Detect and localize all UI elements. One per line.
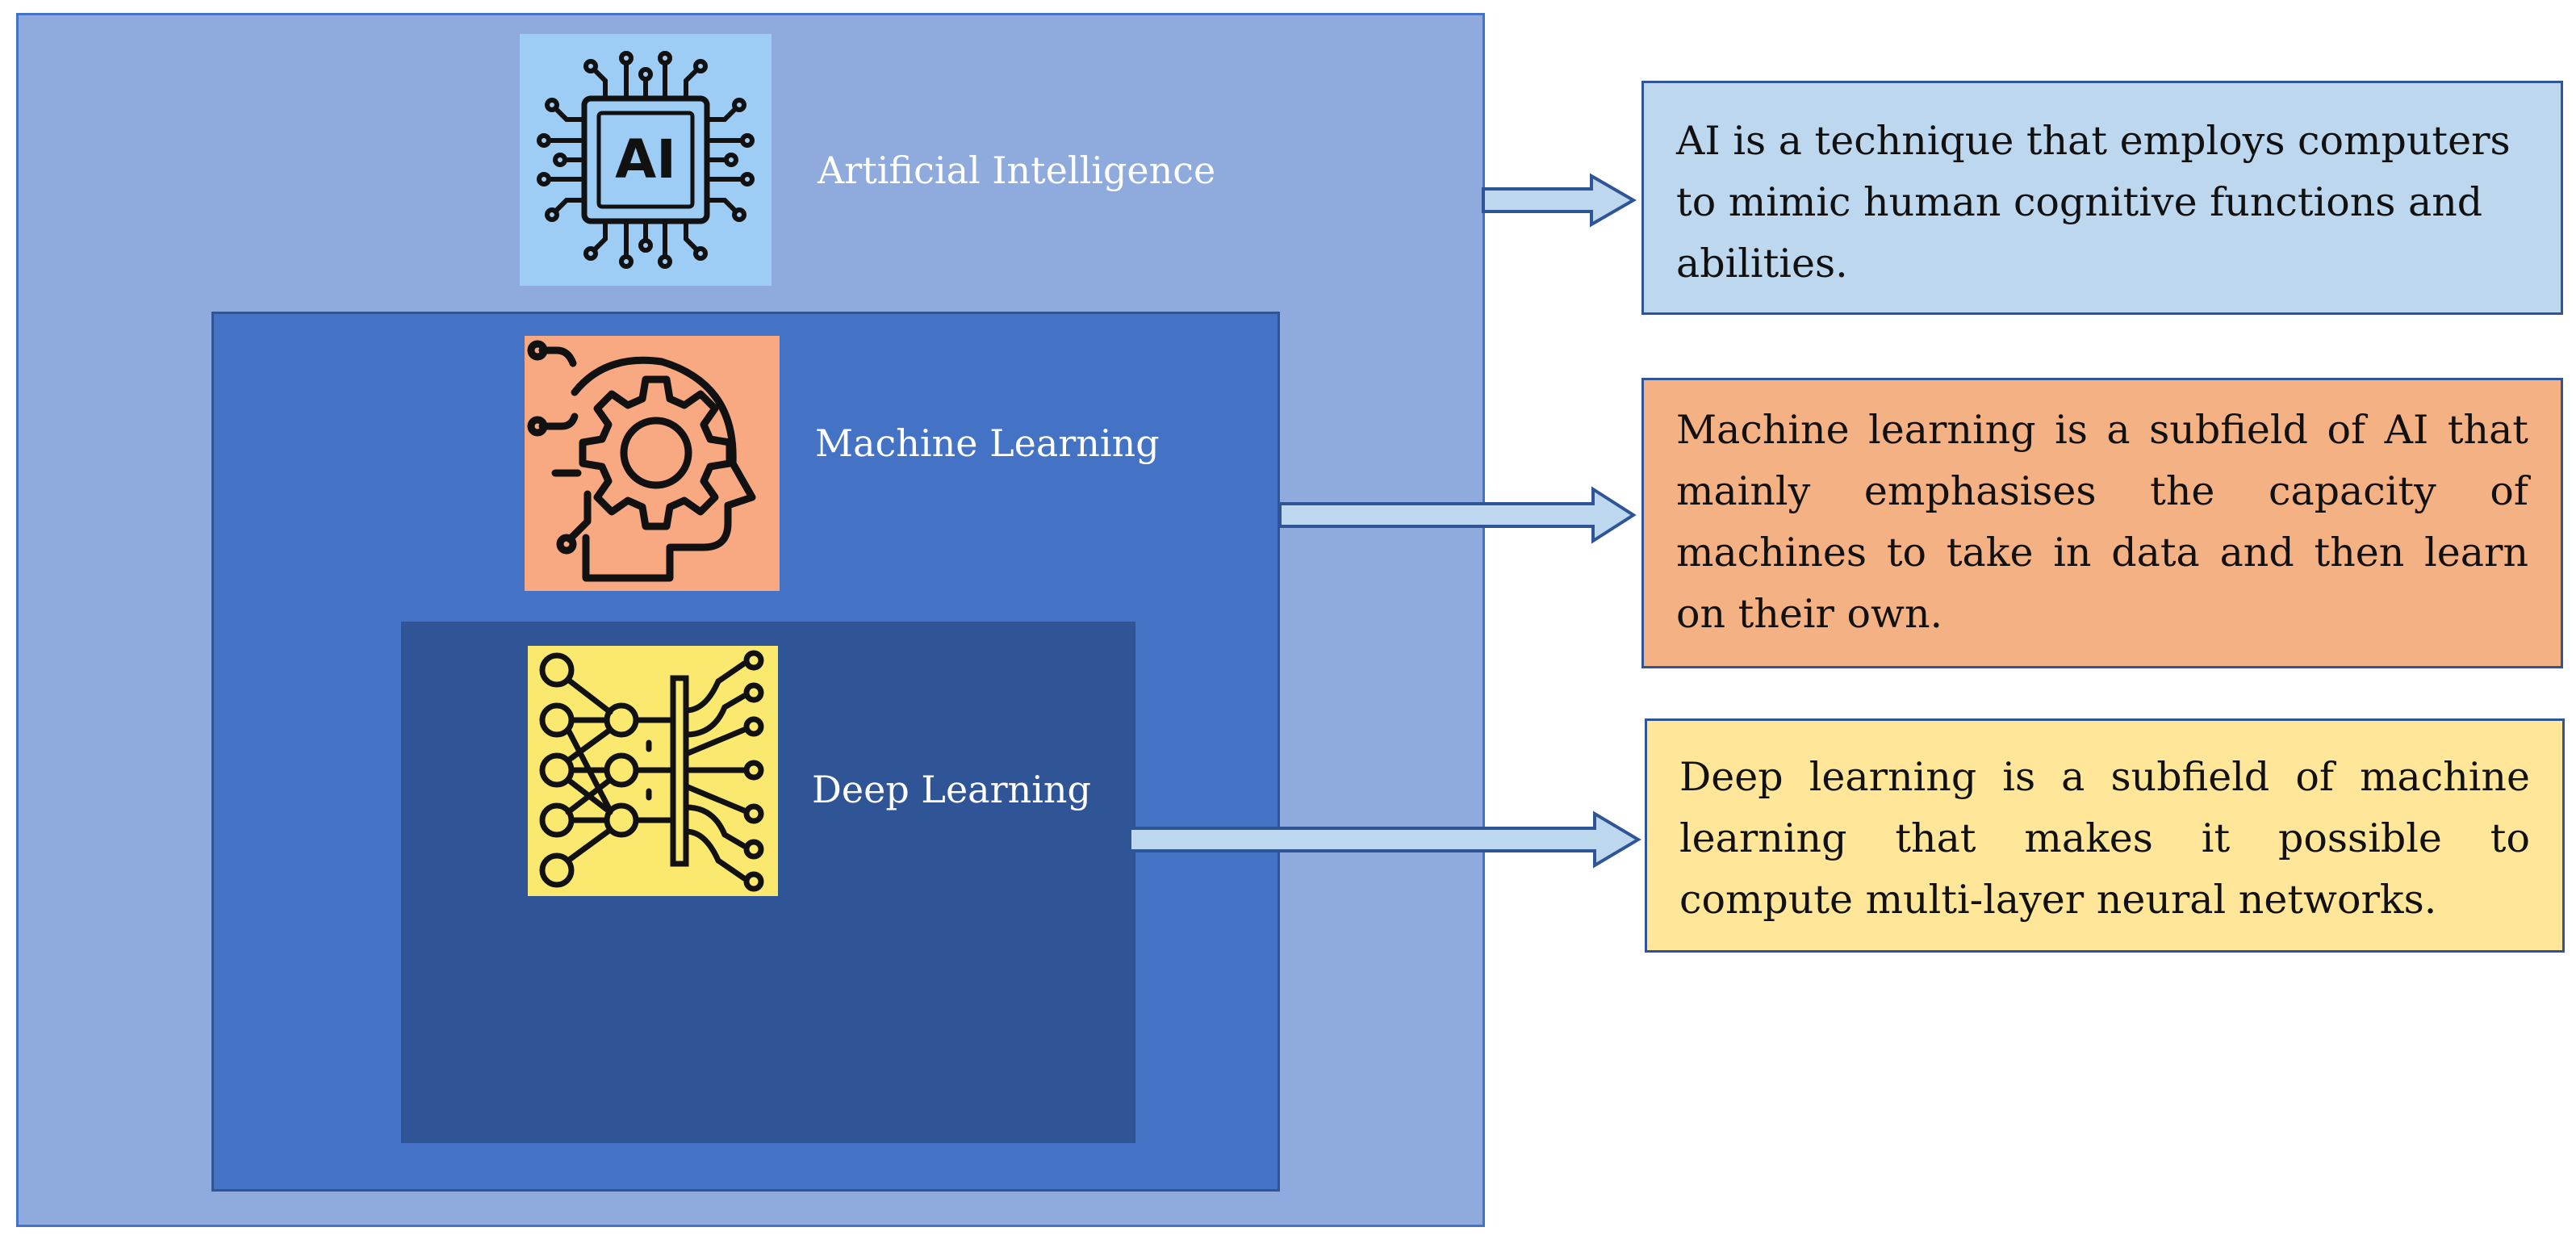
ai-chip-icon: AI <box>520 34 772 286</box>
dl-description: Deep learning is a subfield of machine l… <box>1645 718 2565 953</box>
gear-head-icon <box>525 336 780 591</box>
dl-layer-label: Deep Learning <box>812 768 1091 811</box>
ml-layer-label: Machine Learning <box>815 421 1160 465</box>
ml-description: Machine learning is a subfield of AI tha… <box>1641 378 2563 668</box>
ai-chip-text: AI <box>615 128 676 191</box>
ai-description: AI is a technique that employs computers… <box>1641 81 2563 315</box>
ai-arrow <box>1482 173 1637 228</box>
ai-layer-label: Artificial Intelligence <box>818 149 1216 192</box>
neural-network-icon <box>528 646 778 896</box>
